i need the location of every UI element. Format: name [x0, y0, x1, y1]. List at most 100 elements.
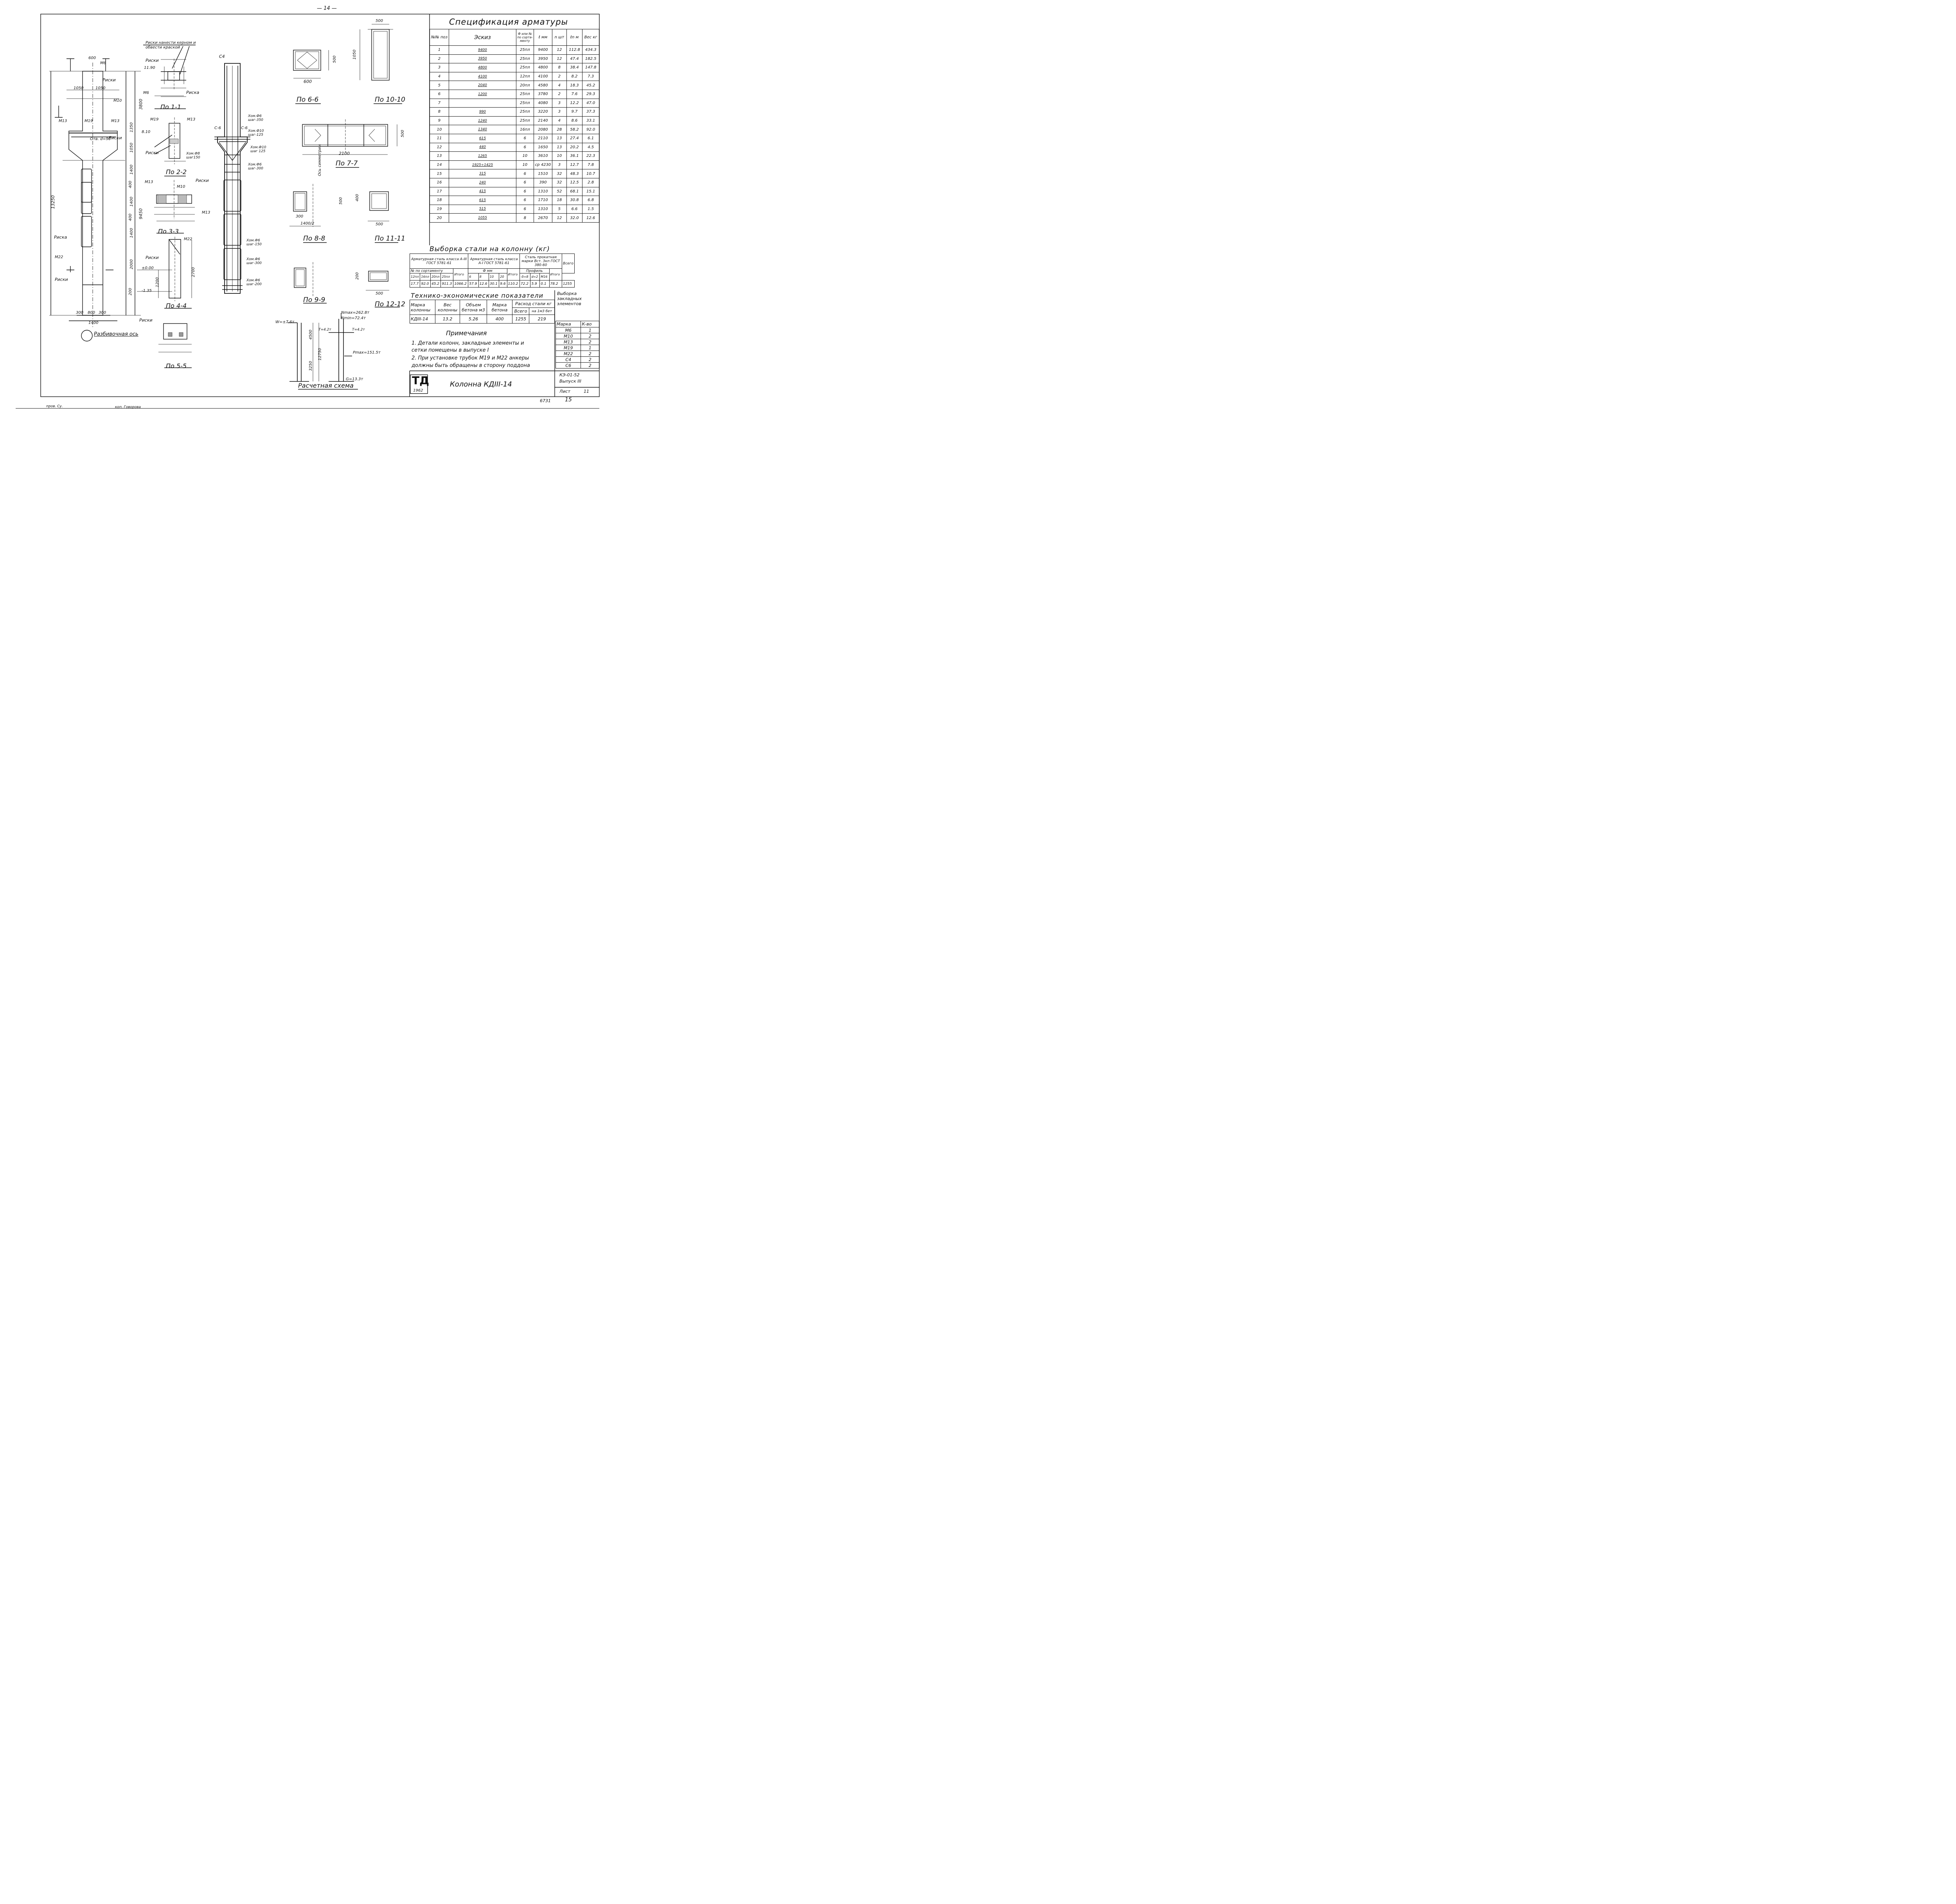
section-9-9	[294, 262, 327, 304]
spec-header: Вес кг	[582, 29, 599, 46]
spec-cell-w: 29.3	[582, 89, 599, 99]
spec-cell-pos: 17	[430, 187, 449, 196]
spec-cell-ln: 8.6	[566, 116, 583, 126]
s88-dim-1400-2: 1400/2	[300, 221, 315, 226]
footer-copy: коп. Говорова	[115, 405, 141, 409]
risk-note: Риски нанести керном и обвести краской	[146, 41, 196, 50]
footer-check: пров. Су.	[46, 405, 63, 408]
steel-sub: Профиль	[519, 268, 550, 273]
calc-g: G=13.3т	[346, 377, 363, 381]
embedded-cell: 2	[581, 356, 599, 363]
spec-cell-ln: 12.5	[566, 178, 583, 187]
spec-cell-w: 6.8	[582, 196, 599, 205]
view-title-12-12: По 12-12	[375, 300, 405, 308]
spec-cell-sketch: 515	[448, 204, 516, 214]
spec-cell-l: 2670	[533, 213, 553, 223]
label-stirrup: Хом.Ф6 шаг-150	[246, 239, 262, 246]
spec-cell-n: 32	[552, 169, 567, 178]
spec-cell-sketch: 1240	[448, 116, 516, 126]
note-line: сетки помещены в выпуске I	[412, 347, 489, 353]
label-riski: Риски	[196, 178, 209, 183]
steel-col-header: 16пл	[420, 273, 431, 280]
spec-cell-w: 47.0	[582, 98, 599, 108]
spec-cell-pos: 4	[430, 72, 449, 81]
label-riski: Риски	[139, 318, 153, 323]
view-title-2-2: По 2-2	[166, 168, 187, 176]
embedded-cell: М19	[555, 345, 581, 351]
steel-col-header: d=2	[530, 273, 540, 280]
steel-sub: № по сортаменту	[409, 268, 454, 273]
dim-200: 200	[128, 288, 133, 296]
spec-cell-n: 3	[552, 160, 567, 170]
label-m6: М6	[143, 91, 149, 95]
embedded-cell: М10	[555, 333, 581, 339]
axis-label: Разбивочная ось	[94, 331, 138, 337]
spec-cell-n: 12	[552, 45, 567, 55]
label-riski: Риски	[146, 58, 159, 63]
spec-cell-pos: 13	[430, 151, 449, 161]
embedded-header: Марка	[555, 321, 581, 327]
steel-value: 45.2	[430, 280, 441, 288]
calc-dim-3250: 3250	[309, 361, 313, 371]
spec-cell-w: 7.8	[582, 160, 599, 170]
label-stirrup: Хом.Ф6 шаг-300	[248, 163, 263, 171]
embedded-header: К-во	[581, 321, 599, 327]
spec-cell-sketch	[448, 98, 516, 108]
steel-col-header: 8	[478, 273, 489, 280]
spec-cell-sketch: 1265	[448, 151, 516, 161]
page-number: — 14 —	[317, 5, 337, 11]
spec-cell-dia: 6	[516, 142, 534, 152]
spec-cell-sketch: 2040	[448, 81, 516, 90]
spec-cell-sketch: 615	[448, 196, 516, 205]
spec-cell-l: 3610	[533, 151, 553, 161]
spec-cell-dia: 16пл	[516, 125, 534, 134]
spec-header: n шт	[552, 29, 567, 46]
spec-cell-dia: 6	[516, 187, 534, 196]
spec-cell-l: 1510	[533, 169, 553, 178]
steel-value: 911.3	[440, 280, 454, 288]
spec-cell-ln: 27.4	[566, 133, 583, 143]
spec-cell-n: 18	[552, 196, 567, 205]
tep-header: Расход стали кг	[512, 300, 555, 308]
embedded-cell: 1	[581, 345, 599, 351]
dim-1050: 1050	[95, 86, 106, 90]
title-sheet-label: Лист	[559, 389, 570, 394]
spec-cell-ln: 18.3	[566, 81, 583, 90]
embedded-cell: 2	[581, 362, 599, 369]
dim-800: 800	[88, 311, 95, 315]
label-m22: М22	[55, 255, 63, 259]
label-hole: Отв. d=90	[90, 137, 111, 141]
spec-cell-ln: 6.6	[566, 204, 583, 214]
label-m10: М10	[177, 185, 185, 189]
spec-cell-ln: 32.0	[566, 213, 583, 223]
dim-1350: 1350	[129, 122, 134, 133]
note-line: 1. Детали колонн, закладные элементы и	[412, 340, 524, 346]
column-elevation	[49, 58, 141, 342]
steel-col-header: 25пл	[440, 273, 454, 280]
spec-cell-sketch: 1925÷1425	[448, 160, 516, 170]
view-title-8-8: По 8-8	[303, 235, 325, 243]
steel-value: 12.6	[478, 280, 489, 288]
spec-cell-l: 390	[533, 178, 553, 187]
steel-col-header: M16	[539, 273, 550, 280]
spec-cell-n: 4	[552, 81, 567, 90]
dim-300: 300	[99, 311, 106, 315]
spec-cell-n: 28	[552, 125, 567, 134]
embedded-cell: 2	[581, 333, 599, 339]
dim-1400: 1400	[129, 228, 134, 238]
spec-cell-n: 13	[552, 142, 567, 152]
spec-cell-pos: 14	[430, 160, 449, 170]
steel-itogo: Итого	[549, 268, 562, 280]
spec-cell-w: 2.8	[582, 178, 599, 187]
spec-cell-sketch: 1340	[448, 125, 516, 134]
spec-cell-sketch: 3950	[448, 54, 516, 64]
s1010-dim-1050: 1050	[352, 49, 357, 60]
reinforcement-cage	[214, 63, 250, 294]
